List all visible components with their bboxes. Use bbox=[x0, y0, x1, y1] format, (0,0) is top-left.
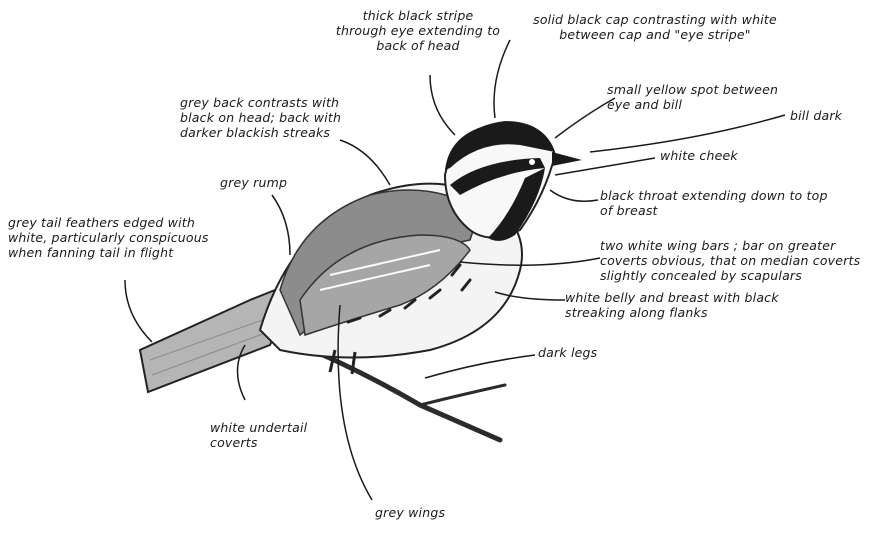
label-grey-wings: grey wings bbox=[375, 505, 485, 520]
label-thick-black-stripe: thick black stripe through eye extending… bbox=[318, 8, 518, 53]
label-wing-bars: two white wing bars ; bar on greater cov… bbox=[600, 238, 868, 283]
label-yellow-spot: small yellow spot between eye and bill bbox=[607, 82, 787, 112]
label-grey-rump: grey rump bbox=[220, 175, 320, 190]
label-white-belly: white belly and breast with black streak… bbox=[565, 290, 805, 320]
label-solid-black-cap: solid black cap contrasting with white b… bbox=[520, 12, 790, 42]
bird-bill bbox=[552, 152, 582, 166]
label-bill-dark: bill dark bbox=[790, 108, 870, 123]
label-white-cheek: white cheek bbox=[660, 148, 780, 163]
label-black-throat: black throat extending down to top of br… bbox=[600, 188, 865, 218]
bird-eye bbox=[529, 159, 535, 165]
label-grey-tail: grey tail feathers edged with white, par… bbox=[8, 215, 248, 260]
branch bbox=[300, 345, 505, 440]
label-dark-legs: dark legs bbox=[538, 345, 638, 360]
label-grey-back: grey back contrasts with black on head; … bbox=[180, 95, 370, 140]
label-white-undertail: white undertail coverts bbox=[210, 420, 320, 450]
